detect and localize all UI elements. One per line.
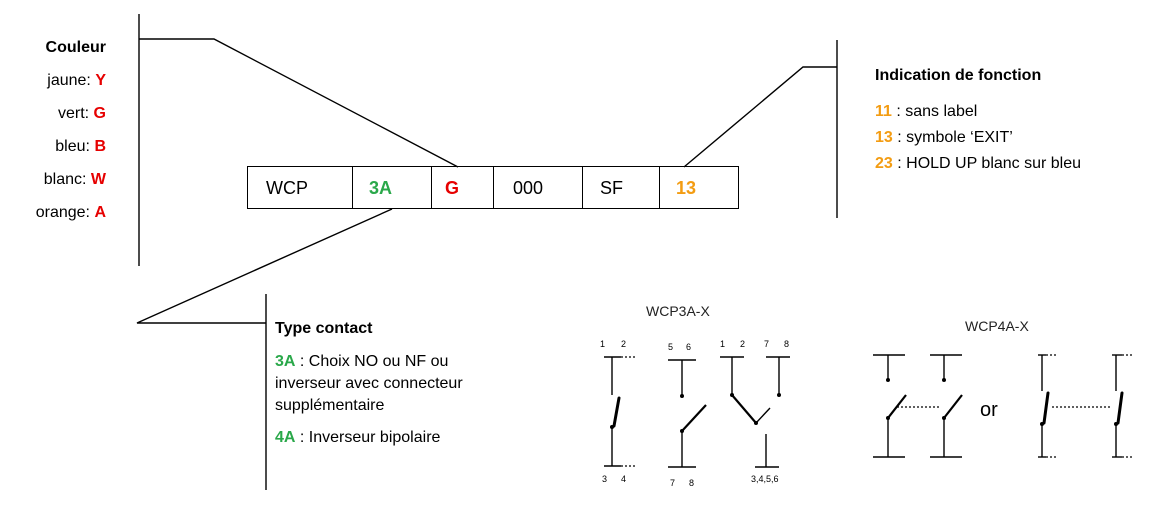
couleur-item-blanc: blanc: W (43, 171, 106, 188)
couleur-item-vert: vert: G (57, 105, 106, 122)
svg-text:2: 2 (740, 339, 745, 349)
fonction-item-11: 11 : sans label (875, 103, 978, 120)
svg-text:8: 8 (689, 478, 694, 488)
code-segment-series: WCP (247, 166, 353, 209)
or-label: or (980, 399, 998, 421)
code-segment-contact: 3A (352, 166, 432, 209)
couleur-item-bleu: bleu: B (55, 138, 106, 155)
contact-title: Type contact (275, 320, 373, 337)
fonction-legend: Indication de fonction 11 : sans label 1… (875, 66, 1081, 180)
svg-text:8: 8 (784, 339, 789, 349)
contact-leader (136, 208, 393, 324)
fonction-title: Indication de fonction (875, 67, 1042, 84)
wcp3a-title: WCP3A-X (646, 303, 710, 319)
svg-text:6: 6 (686, 342, 691, 352)
fonction-item-13: 13 : symbole ‘EXIT’ (875, 129, 1013, 146)
svg-text:7: 7 (670, 478, 675, 488)
contact-legend: Type contact 3A : Choix NO ou NF ou inve… (275, 319, 575, 449)
code-segment-color: G (431, 166, 494, 209)
fonction-leader (683, 66, 837, 168)
svg-text:3,4,5,6: 3,4,5,6 (751, 474, 779, 484)
contact-item-3a: 3A : Choix NO ou NF ou inverseur avec co… (275, 353, 463, 414)
svg-text:2: 2 (621, 339, 626, 349)
svg-text:4: 4 (621, 474, 626, 484)
code-segment-fonction: 13 (659, 166, 739, 209)
wcp4a-title: WCP4A-X (965, 318, 1029, 334)
svg-text:1: 1 (600, 339, 605, 349)
couleur-item-jaune: jaune: Y (47, 72, 106, 89)
couleur-legend: Couleur jaune: Y vert: G bleu: B blanc: … (0, 38, 106, 236)
couleur-title: Couleur (45, 39, 106, 56)
couleur-leader (139, 38, 459, 168)
couleur-item-orange: orange: A (35, 204, 106, 221)
code-segment-sf: SF (582, 166, 660, 209)
svg-text:1: 1 (720, 339, 725, 349)
svg-text:7: 7 (764, 339, 769, 349)
wcp4a-diagram: or (873, 354, 1132, 458)
wcp3a-diagram: 1 2 3 4 5 6 7 8 1 2 7 8 3,4,5,6 (600, 339, 790, 488)
svg-text:3: 3 (602, 474, 607, 484)
fonction-item-23: 23 : HOLD UP blanc sur bleu (875, 155, 1082, 172)
code-segment-000: 000 (493, 166, 583, 209)
svg-text:5: 5 (668, 342, 673, 352)
contact-item-4a: 4A : Inverseur bipolaire (275, 429, 441, 446)
